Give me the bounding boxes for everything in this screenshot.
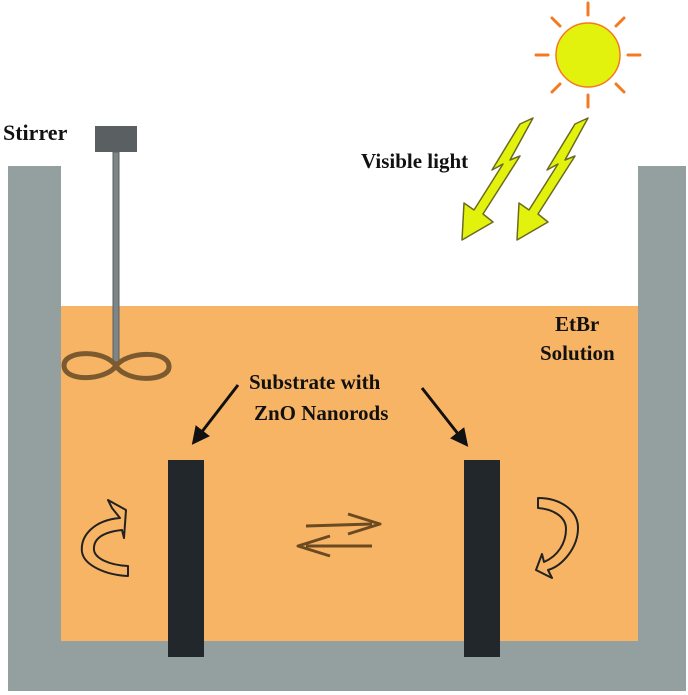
stirrer <box>61 126 172 381</box>
substrate-left <box>168 460 204 657</box>
tank-wall-left <box>8 166 61 691</box>
light-bolt-icon <box>516 117 589 241</box>
tank-floor <box>8 641 686 691</box>
sun-icon <box>534 1 642 109</box>
substrate-label-line2: ZnO Nanorods <box>254 401 388 425</box>
etbr-solution <box>61 306 638 641</box>
substrate-label-line1: Substrate with <box>249 370 381 394</box>
stirrer-label: Stirrer <box>3 120 68 145</box>
stirrer-shaft <box>112 151 120 363</box>
solution-label: Solution <box>540 341 615 365</box>
visible-light-label: Visible light <box>361 149 468 173</box>
pointer-arrow-left <box>191 384 240 445</box>
light-bolt-icon <box>461 117 534 241</box>
stirrer-propeller <box>61 351 172 381</box>
etbr-label: EtBr <box>555 312 599 336</box>
rotation-arrow-icon <box>80 499 129 577</box>
pointer-arrow-right <box>420 387 469 447</box>
tank <box>8 166 686 691</box>
rotation-arrow-icon <box>535 497 579 579</box>
substrate-right <box>464 460 500 657</box>
exchange-arrows-icon <box>296 512 382 558</box>
tank-wall-right <box>638 166 686 691</box>
stirrer-motor <box>95 126 137 152</box>
